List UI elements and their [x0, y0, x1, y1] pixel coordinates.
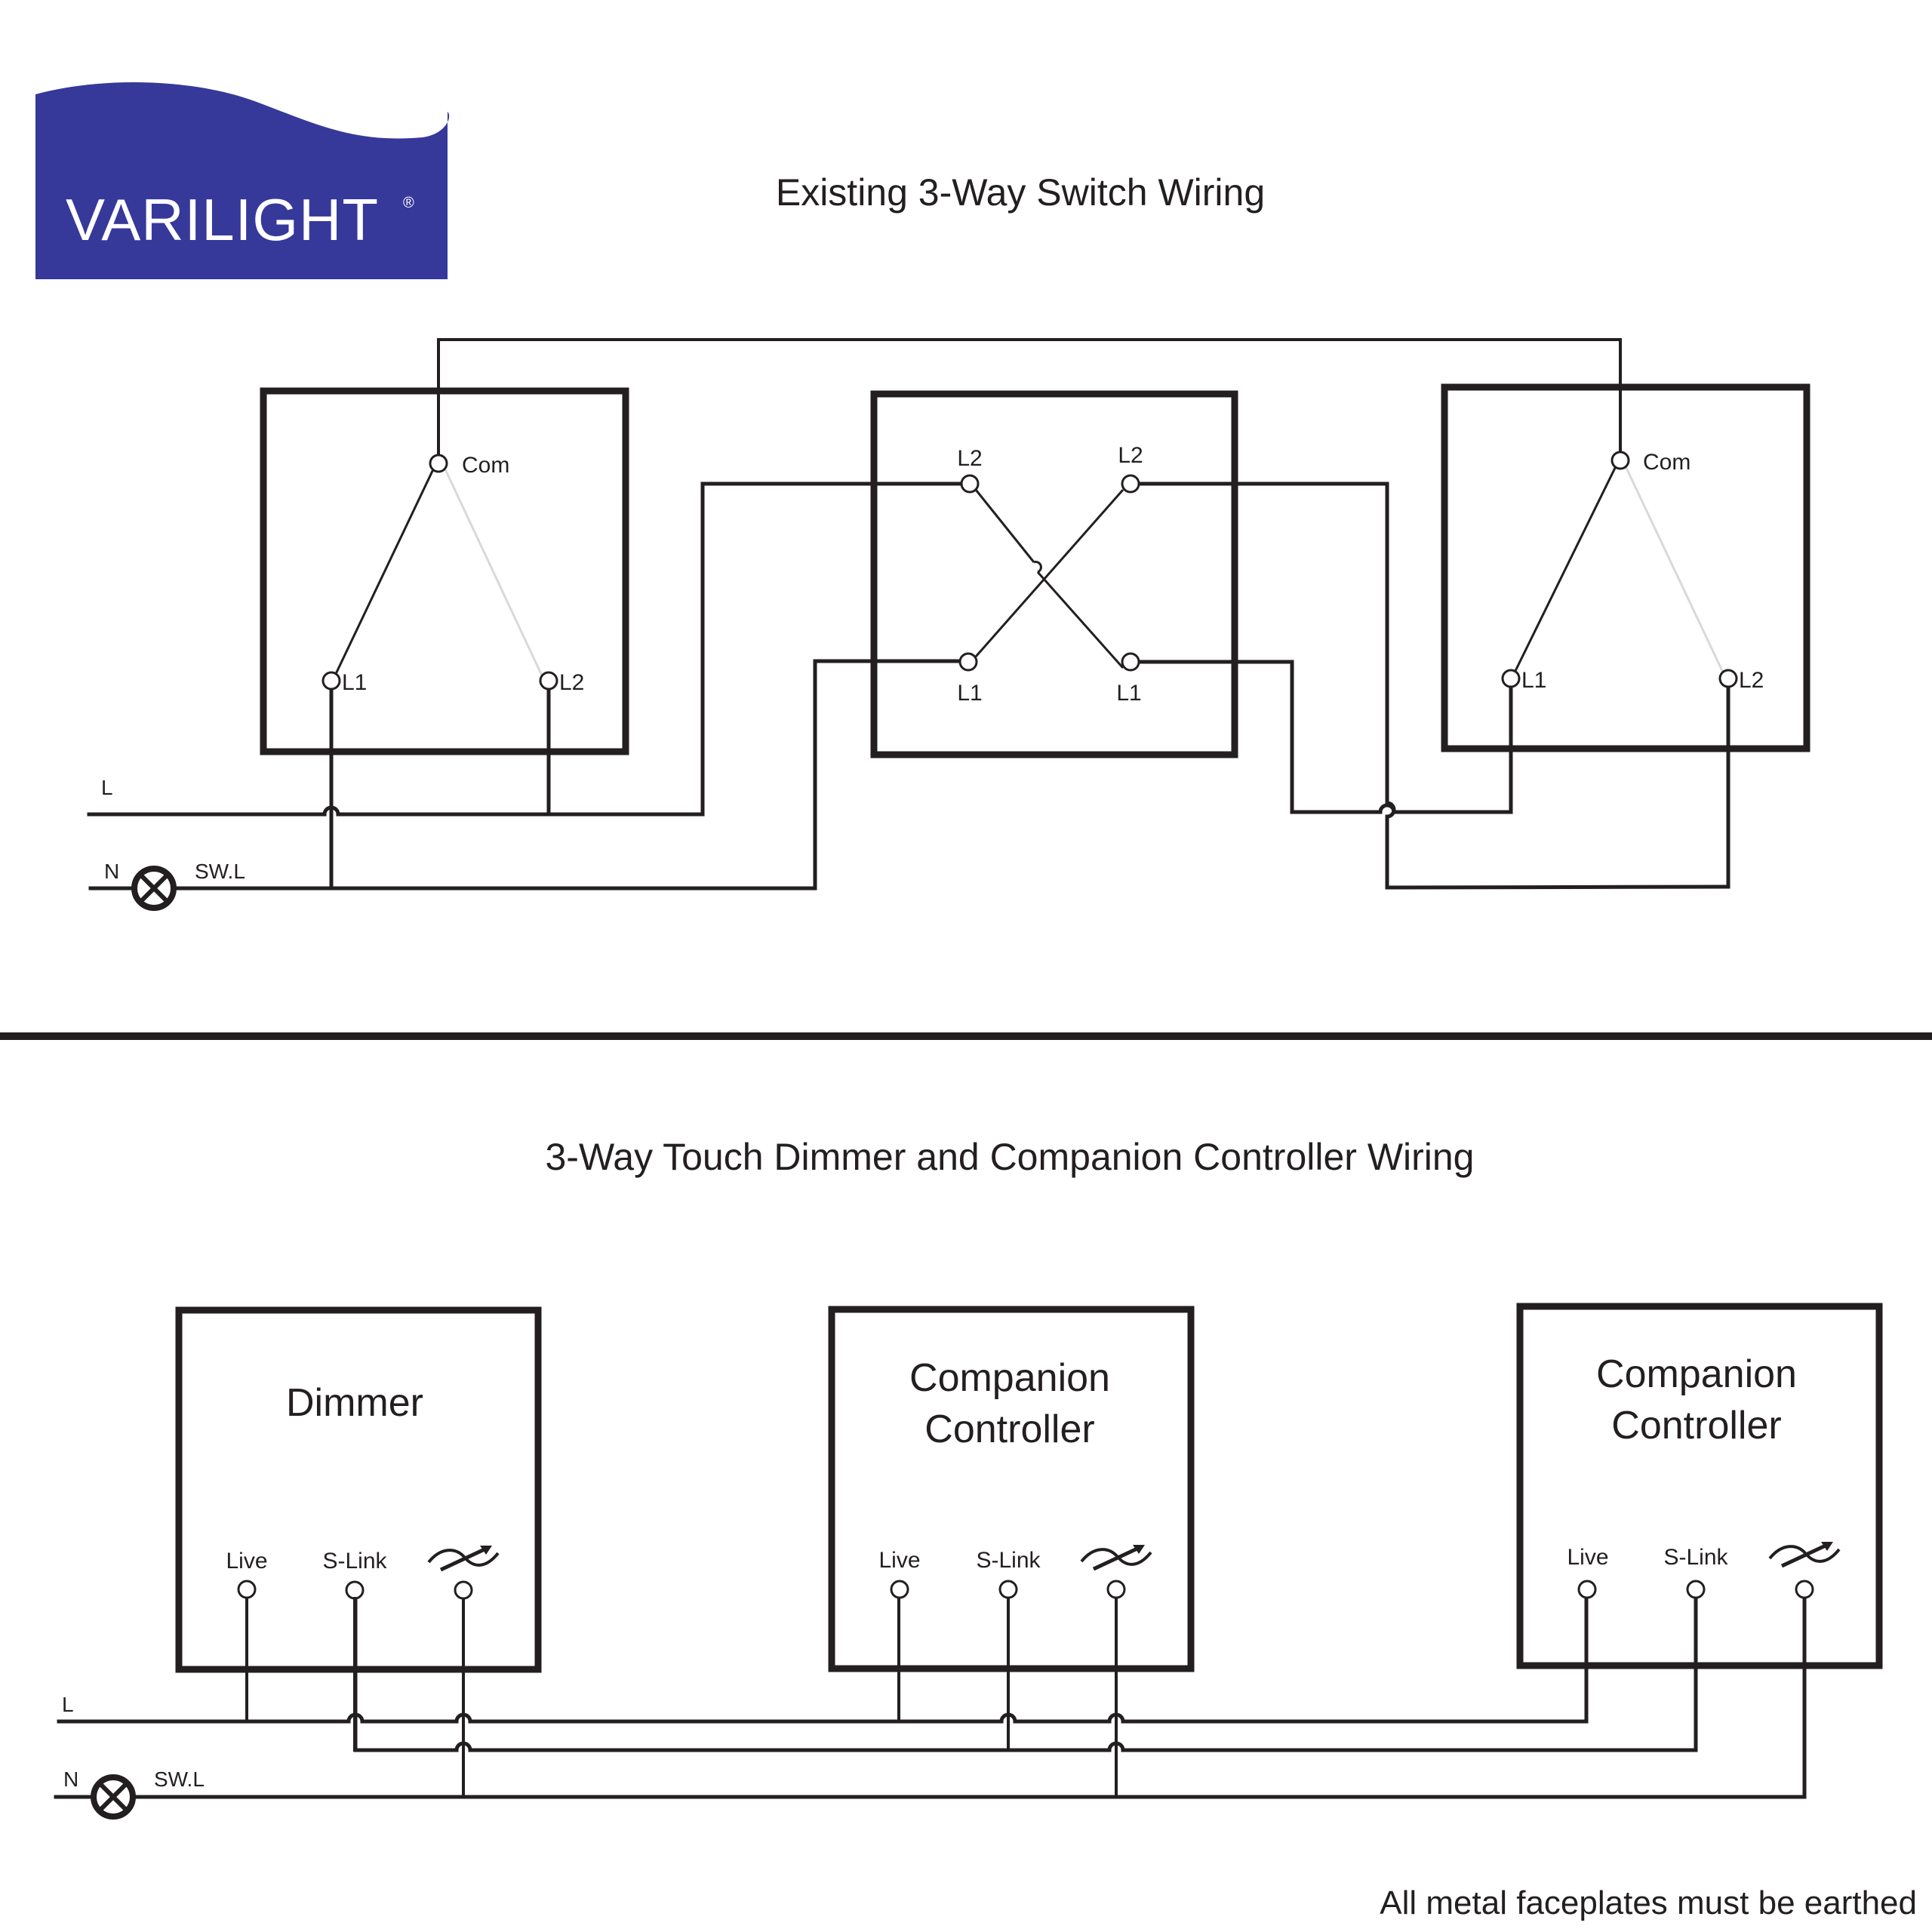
label-l1-left: L1: [957, 681, 982, 706]
label-slink: S-Link: [322, 1549, 387, 1574]
label-switched-live: SW.L: [195, 860, 245, 883]
terminal-l2: [1718, 669, 1738, 688]
device-plate: [1516, 1303, 1883, 1669]
companion-controller-2: Companion Controller Live S-Link: [1516, 1303, 1883, 1669]
terminal-l2-right: [1121, 474, 1140, 494]
terminal-l2: [539, 671, 558, 691]
label-neutral: N: [63, 1767, 78, 1791]
terminal-live: [1577, 1580, 1597, 1599]
dimmer-device: Dimmer Live S-Link: [175, 1306, 542, 1752]
dimmer-load-icon: [427, 1546, 500, 1572]
label-l2: L2: [1739, 668, 1764, 693]
lamp-cross-icon: [131, 866, 177, 911]
terminal-slink: [998, 1580, 1018, 1599]
label-live: L: [101, 776, 113, 799]
switch-contact-open: [444, 469, 543, 676]
terminal-live: [890, 1580, 909, 1599]
logo-wave-background: [35, 82, 450, 280]
label-live: Live: [878, 1548, 920, 1573]
switch-plate: [1441, 383, 1810, 752]
label-l1: L1: [342, 670, 367, 695]
device-plate: [175, 1306, 542, 1673]
terminal-load: [1106, 1580, 1126, 1599]
wire-live-supply: [57, 1594, 1589, 1724]
terminal-slink: [1686, 1580, 1706, 1599]
top-wiring: [87, 338, 1730, 891]
earthing-note: All metal faceplates must be earthed: [1380, 1884, 1917, 1921]
switch-contact-a2: [1036, 571, 1124, 669]
label-l1-right: L1: [1116, 681, 1141, 706]
label-com: Com: [1643, 450, 1690, 475]
terminal-com: [1611, 451, 1630, 470]
dimmer-load-icon: [1080, 1545, 1152, 1571]
device-title: Dimmer: [286, 1381, 423, 1425]
lamp-cross-icon: [91, 1774, 136, 1820]
top-section-title: Existing 3-Way Switch Wiring: [776, 171, 1265, 214]
companion-controller-1: Companion Controller Live S-Link: [828, 1306, 1195, 1672]
switch-contact-closed: [334, 469, 435, 676]
wire-switched-live: [132, 1594, 1807, 1799]
device-title-line-1: Companion: [909, 1356, 1110, 1400]
bottom-wiring: [54, 1594, 1807, 1799]
section-divider: [0, 1032, 1932, 1040]
label-switched-live: SW.L: [154, 1767, 205, 1791]
label-live: L: [62, 1693, 74, 1716]
crossover-hop: [1033, 561, 1042, 574]
switch-plate: [260, 387, 629, 755]
logo-text: VARILIGHT: [66, 186, 379, 253]
terminal-l1: [321, 671, 341, 691]
bottom-section-title: 3-Way Touch Dimmer and Companion Control…: [545, 1136, 1474, 1178]
switch-contact-closed: [1512, 466, 1617, 675]
device-title-line-2: Controller: [1611, 1404, 1781, 1447]
wire-slink: [353, 1594, 1698, 1752]
device-plate: [828, 1306, 1195, 1672]
terminal-l1: [1501, 669, 1521, 688]
device-title-line-2: Controller: [924, 1407, 1094, 1451]
label-live: Live: [1567, 1545, 1608, 1570]
label-slink: S-Link: [1663, 1545, 1728, 1570]
label-l1: L1: [1521, 668, 1546, 693]
label-l2-left: L2: [957, 446, 982, 471]
label-com: Com: [462, 453, 509, 478]
label-l2: L2: [559, 670, 584, 695]
two-way-switch-left: Com L1 L2: [260, 387, 629, 755]
switch-contact-a: [974, 489, 1035, 563]
intermediate-switch: L2 L2 L1 L1: [870, 390, 1238, 758]
label-slink: S-Link: [976, 1548, 1041, 1573]
label-live: Live: [226, 1549, 267, 1574]
varilight-logo: VARILIGHT ®: [35, 82, 450, 280]
dimmer-load-icon: [1768, 1542, 1841, 1568]
terminal-com: [429, 454, 448, 473]
wire-int-l1-right: [1130, 660, 1513, 814]
logo-registered-mark: ®: [403, 195, 414, 211]
terminal-l2-left: [960, 474, 980, 494]
terminal-load: [454, 1580, 473, 1600]
terminal-slink: [345, 1580, 365, 1600]
terminal-l1-left: [958, 652, 978, 672]
label-l2-right: L2: [1118, 443, 1143, 468]
switch-contact-b: [974, 489, 1124, 657]
wire-int-l2-right: [1130, 481, 1730, 890]
two-way-switch-right: Com L1 L2: [1441, 383, 1810, 752]
terminal-l1-right: [1121, 652, 1140, 672]
wire-switched-live: [174, 659, 971, 891]
switch-contact-open: [1624, 466, 1725, 675]
device-title-line-1: Companion: [1596, 1352, 1797, 1396]
terminal-live: [237, 1580, 257, 1599]
terminal-load: [1795, 1580, 1814, 1599]
wire-com-link: [437, 338, 1622, 466]
switch-plate: [870, 390, 1238, 758]
label-neutral: N: [104, 860, 119, 883]
